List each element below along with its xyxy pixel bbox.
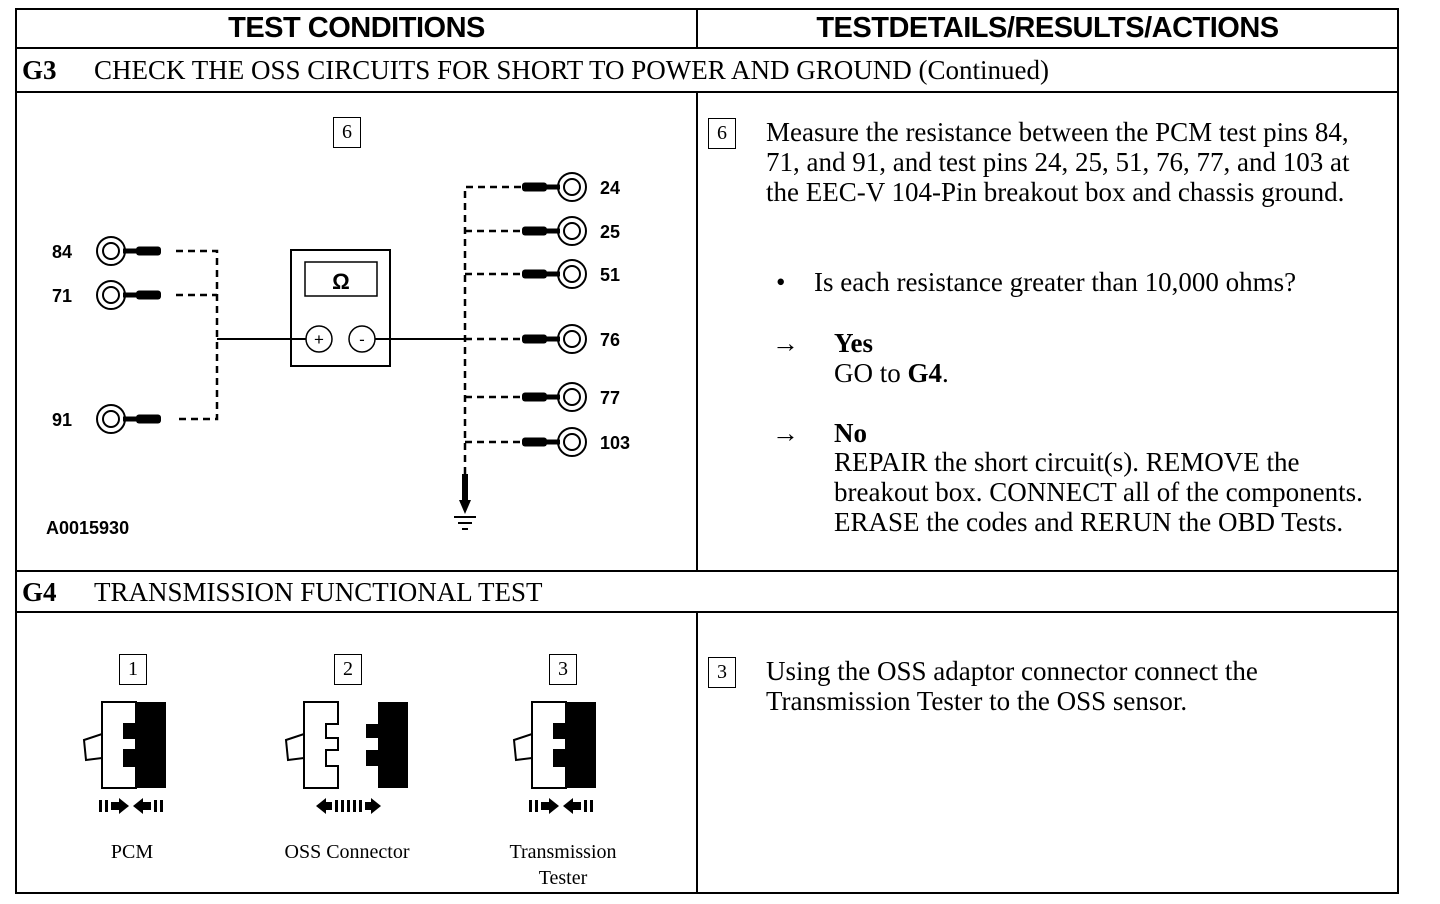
connector-mated-icon <box>82 701 166 814</box>
section-code: G3 <box>22 55 57 85</box>
pin-label-91: 91 <box>52 410 72 430</box>
yes-action-prefix: GO to <box>834 358 908 388</box>
connector-diagram <box>82 701 596 814</box>
table-left-border <box>15 8 17 894</box>
g4-title-divider <box>15 611 1399 613</box>
column-header-test-conditions: TEST CONDITIONS <box>228 12 485 44</box>
column-divider-top <box>696 8 698 49</box>
yes-action-suffix: . <box>942 358 949 388</box>
no-action: REPAIR the short circuit(s). REMOVE the … <box>834 447 1363 537</box>
caption-oss-connector: OSS Connector <box>284 841 410 863</box>
section-title: CHECK THE OSS CIRCUITS FOR SHORT TO POWE… <box>94 55 1049 85</box>
header-divider <box>15 47 1399 49</box>
bullet: • <box>776 267 786 297</box>
step-box: 6 <box>708 118 736 149</box>
connector-mated-icon <box>512 701 596 814</box>
section-code: G4 <box>22 577 57 607</box>
resistance-test-diagram: Ω + - <box>46 172 630 538</box>
chassis-ground-icon <box>454 474 476 530</box>
g3-title-divider <box>15 91 1399 93</box>
pin-label-77: 77 <box>600 388 620 408</box>
caption-pcm: PCM <box>110 841 154 863</box>
question-text: Is each resistance greater than 10,000 o… <box>814 267 1297 297</box>
pcm-pin-connections <box>176 249 219 421</box>
step-box-3: 3 <box>549 654 577 685</box>
table-top-border <box>15 8 1399 10</box>
table-right-border <box>1397 8 1399 894</box>
arrow-icon: → <box>772 418 799 448</box>
yes-action-target: G4 <box>907 358 943 388</box>
pin-label-76: 76 <box>600 330 620 350</box>
pin-label-71: 71 <box>52 286 72 306</box>
step-box-2: 2 <box>334 654 362 685</box>
section-title: TRANSMISSION FUNCTIONAL TEST <box>94 577 543 607</box>
step-box: 3 <box>708 657 736 688</box>
pin-label-103: 103 <box>600 433 630 453</box>
arrow-icon: → <box>772 328 799 358</box>
pin-label-24: 24 <box>600 178 620 198</box>
pin-label-25: 25 <box>600 222 620 242</box>
connector-separated-icon <box>284 701 408 814</box>
g3-bottom-divider <box>15 570 1399 572</box>
table-bottom-border <box>15 892 1399 894</box>
svg-text:-: - <box>359 330 365 349</box>
ohm-symbol: Ω <box>332 269 350 294</box>
caption-transmission-tester: Transmission Tester <box>509 841 617 889</box>
yes-action: GO to G4. <box>834 358 1374 388</box>
pcm-pin-jacks <box>96 236 161 434</box>
section-header-g3: G3 CHECK THE OSS CIRCUITS FOR SHORT TO PO… <box>22 52 1049 88</box>
step-box-1: 1 <box>119 654 147 685</box>
svg-text:+: + <box>314 330 324 349</box>
column-divider-g3 <box>696 91 698 572</box>
step-box: 6 <box>333 117 361 148</box>
pin-label-84: 84 <box>52 242 72 262</box>
column-header-test-details: TESTDETAILS/RESULTS/ACTIONS <box>816 12 1279 44</box>
yes-label: Yes <box>834 328 873 358</box>
section-header-g4: G4 TRANSMISSION FUNCTIONAL TEST <box>22 574 543 610</box>
figure-id: A0015930 <box>46 518 129 538</box>
instruction-text: Using the OSS adaptor connector connect … <box>766 656 1258 716</box>
column-divider-g4 <box>696 611 698 894</box>
instruction-text: Measure the resistance between the PCM t… <box>766 117 1350 207</box>
breakout-pin-connections <box>463 185 521 474</box>
pin-label-51: 51 <box>600 265 620 285</box>
ohmmeter: Ω + - <box>290 249 391 367</box>
no-label: No <box>834 418 867 448</box>
breakout-pin-jacks <box>522 172 587 457</box>
